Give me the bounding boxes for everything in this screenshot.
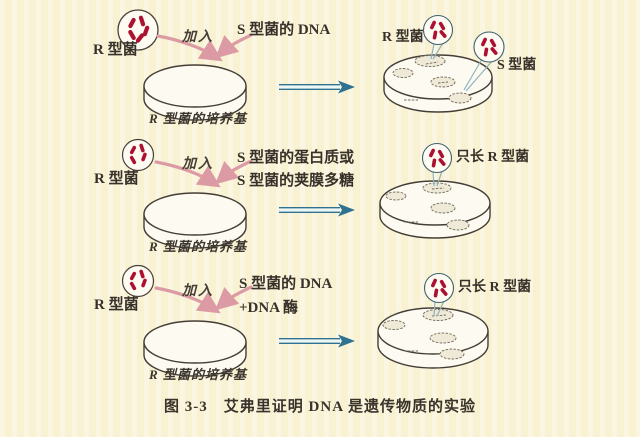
add-label: 加入: [182, 30, 214, 45]
petri-dish-icon: [143, 192, 247, 249]
added-substance-line: S 型菌的荚膜多糖: [237, 173, 355, 189]
result-r-label: R 型菌: [382, 30, 424, 45]
r-bacteria-label: R 型菌: [94, 297, 139, 313]
r-colony-magnifier-icon: [423, 272, 455, 317]
result-dish-icon: [377, 307, 489, 369]
result-s-label: S 型菌: [497, 58, 537, 73]
add-arrow-icon: [154, 160, 221, 188]
r-colony-magnifier-icon: [421, 142, 453, 187]
medium-label: R 型菌的培养基: [149, 111, 247, 126]
substance-arrow-icon: [215, 285, 253, 311]
figure-caption: 图 3-3 艾弗里证明 DNA 是遗传物质的实验: [164, 399, 476, 415]
result-arrow-icon: [279, 334, 355, 348]
medium-label: R 型菌的培养基: [149, 367, 247, 382]
medium-label: R 型菌的培养基: [149, 239, 247, 254]
substance-arrow-icon: [215, 159, 253, 185]
r-bacteria-circle-icon: [121, 138, 155, 172]
added-substance-line: +DNA 酶: [239, 300, 298, 316]
result-only-r-label: 只长 R 型菌: [458, 280, 532, 295]
result-arrow-icon: [279, 203, 355, 217]
add-arrow-icon: [154, 286, 221, 314]
s-colony-magnifier-icon: [463, 31, 505, 92]
colony-icons: [382, 309, 465, 360]
r-colony-magnifier-icon: [422, 14, 454, 60]
petri-dish-icon: [143, 64, 247, 121]
r-bacteria-label: R 型菌: [93, 42, 138, 58]
colony-icons: [392, 55, 472, 104]
added-substance-line: S 型菌的 DNA: [239, 276, 333, 292]
r-bacteria-circle-icon: [121, 264, 155, 298]
added-substance-line: S 型菌的 DNA: [237, 22, 331, 38]
petri-dish-icon: [143, 320, 247, 377]
result-dish-icon: [379, 180, 491, 239]
add-label: 加入: [182, 157, 214, 172]
result-only-r-label: 只长 R 型菌: [456, 150, 530, 165]
result-arrow-icon: [279, 80, 355, 94]
add-arrow-icon: [156, 34, 223, 62]
added-substance-line: S 型菌的蛋白质或: [237, 150, 355, 166]
r-bacteria-label: R 型菌: [94, 171, 139, 187]
add-label: 加入: [182, 284, 214, 299]
r-bacteria-circle-icon: [117, 9, 159, 51]
substance-arrow-icon: [215, 33, 253, 59]
colony-icons: [385, 182, 470, 231]
